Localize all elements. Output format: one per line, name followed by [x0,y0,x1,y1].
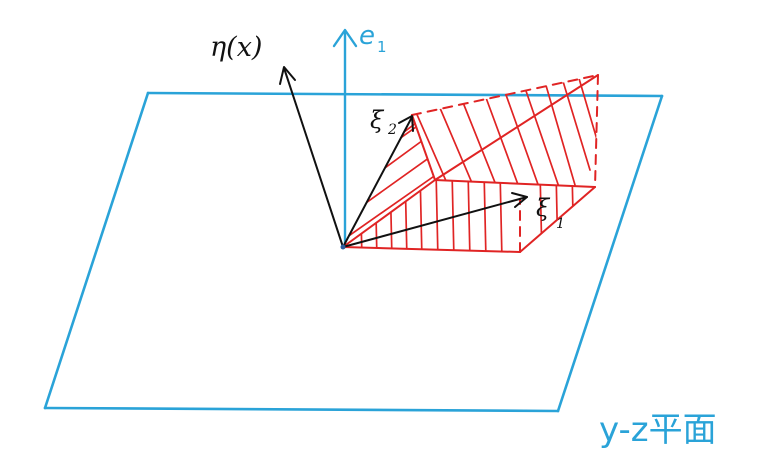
plane-edge-right [556,94,664,413]
e1-subscript: 1 [377,38,387,56]
xi1-subscript: 1 [556,216,565,232]
hatch-upper-face [414,75,598,187]
origin-point [340,244,346,250]
e1-label: e [359,21,375,51]
plane-edge-top [146,91,664,98]
xi1-label: ξ [536,194,551,222]
eta-arrowhead-icon [279,66,296,85]
eta-vector [279,66,344,248]
xi2-subscript: 2 [387,122,397,138]
e1-axis [332,28,358,249]
eta-label: η(x) [210,32,262,63]
parallelepiped-dashed-edges [411,74,599,253]
xi1-arrowhead-icon [511,192,528,208]
vectors [279,66,528,248]
xi2-vector [342,115,414,248]
xi2-label: ξ [370,106,385,134]
plane-edge-bottom [43,406,560,413]
yz-plane [43,91,664,413]
plane-label: y-z平面 [599,410,717,450]
parallelepiped-edges [342,74,599,253]
e1-arrowhead-icon [332,28,358,48]
hatch-bottom-face [359,180,575,252]
xi1-vector [342,192,528,248]
xi2-arrowhead-icon [398,115,414,132]
plane-edge-left [43,91,150,410]
